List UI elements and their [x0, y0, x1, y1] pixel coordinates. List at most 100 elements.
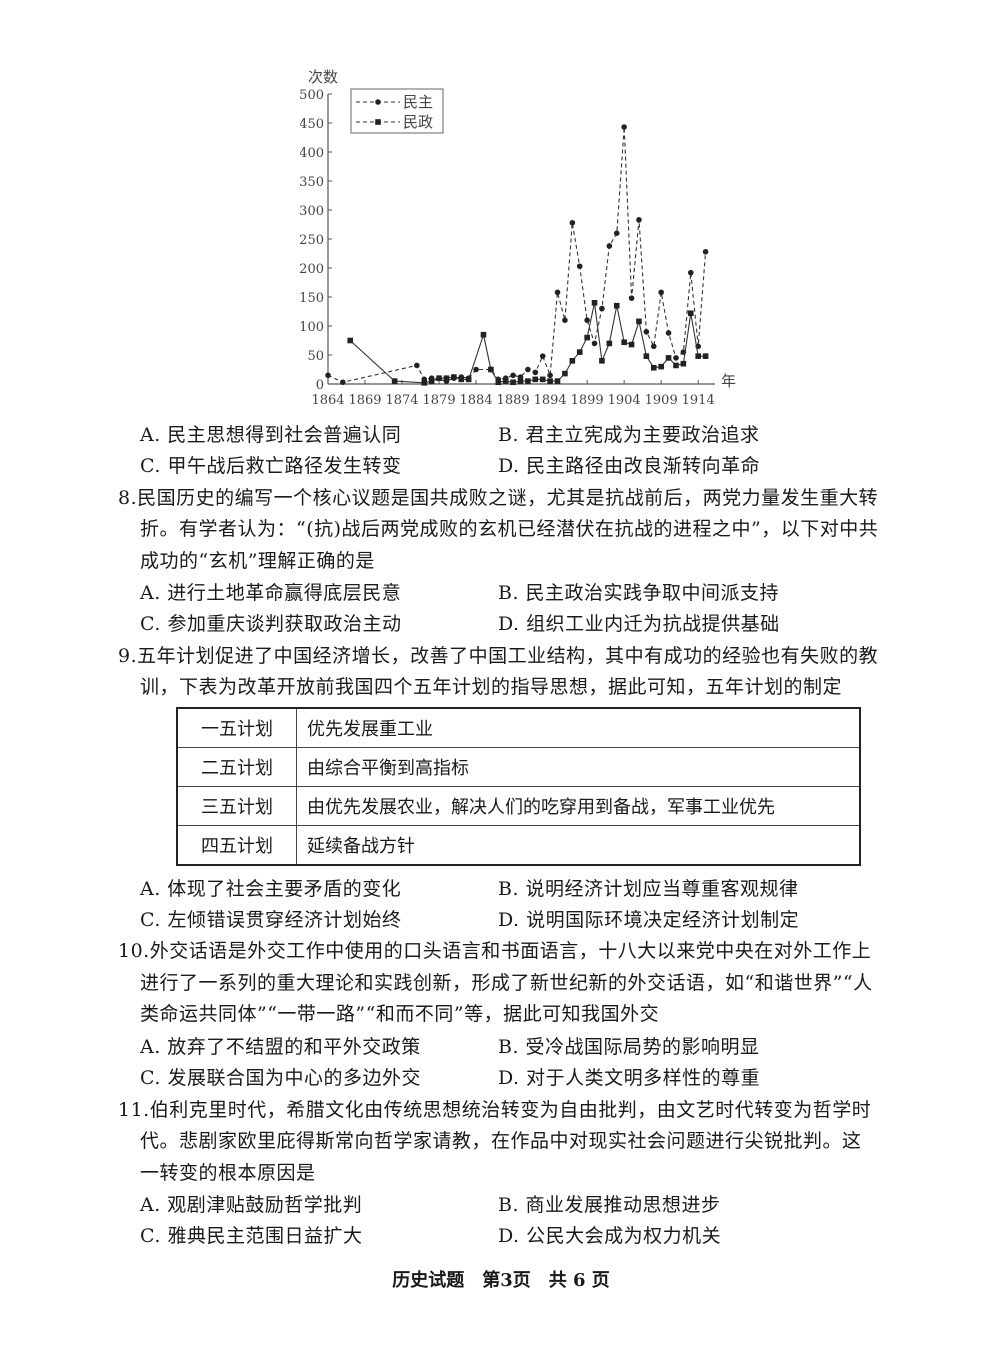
data-point-square	[517, 378, 524, 384]
data-point-square	[628, 341, 635, 348]
table-row: 四五计划 延续备战方针	[176, 825, 861, 866]
data-point-circle	[576, 263, 583, 270]
plan-idea-cell: 优先发展重工业	[296, 707, 861, 748]
q9-option-a[interactable]: A. 体现了社会主要矛盾的变化	[140, 878, 402, 900]
data-point-square	[495, 379, 502, 386]
legend-marker-square	[375, 119, 381, 125]
x-tick-label: 1894	[534, 393, 567, 407]
y-tick-label: 300	[300, 204, 324, 219]
y-tick-label: 150	[300, 291, 324, 306]
x-tick-label: 1904	[608, 393, 641, 407]
q10-option-b[interactable]: B. 受冷战国际局势的影响明显	[498, 1036, 760, 1058]
data-point-square	[547, 378, 553, 384]
data-point-circle	[325, 372, 331, 379]
q10-option-c[interactable]: C. 发展联合国为中心的多边外交	[140, 1067, 421, 1089]
x-tick-label: 1899	[571, 393, 604, 407]
q8-option-b[interactable]: B. 民主政治实践争取中间派支持	[498, 582, 780, 604]
q11-option-c[interactable]: C. 雅典民主范围日益扩大	[140, 1225, 363, 1247]
q8-option-a[interactable]: A. 进行土地革命赢得底层民意	[140, 582, 402, 604]
data-point-square	[480, 331, 487, 338]
q10-stem-line3: 类命运共同体”“一带一路”“和而不同”等，据此可知我国外交	[140, 1003, 660, 1025]
data-point-square	[643, 353, 650, 359]
data-point-circle	[665, 330, 672, 336]
q9-option-c[interactable]: C. 左倾错误贯穿经济计划始终	[140, 909, 402, 931]
data-point-square	[702, 353, 709, 359]
legend-marker-circle	[375, 99, 381, 105]
data-point-square	[421, 380, 428, 386]
data-point-square	[695, 353, 701, 359]
data-point-square	[525, 378, 531, 384]
q11-option-b[interactable]: B. 商业发展推动思想进步	[498, 1194, 721, 1216]
data-point-circle	[510, 372, 516, 379]
data-point-square	[532, 376, 539, 383]
data-point-circle	[643, 329, 650, 335]
y-tick-label: 400	[300, 146, 324, 161]
y-tick-label: 50	[307, 349, 324, 364]
data-point-square	[680, 360, 687, 367]
q9-option-d[interactable]: D. 说明国际环境决定经济计划制定	[498, 909, 800, 931]
legend-box	[350, 88, 444, 134]
data-point-circle	[658, 289, 664, 296]
data-point-circle	[650, 343, 657, 350]
table-row: 三五计划 由优先发展农业，解决人们的吃穿用到备战，军事工业优先	[176, 786, 861, 826]
data-point-square	[576, 349, 583, 355]
page-footer: 历史试题 第3页 共 6 页	[392, 1270, 610, 1291]
data-point-circle	[673, 355, 679, 361]
q8-option-d[interactable]: D. 组织工业内迁为抗战提供基础	[498, 613, 780, 635]
data-point-circle	[532, 369, 539, 376]
data-point-square	[569, 358, 576, 364]
q8-stem-line2: 折。有学者认为：“(抗)战后两党成败的玄机已经潜伏在抗战的进程之中”，以下对中共	[140, 518, 879, 540]
plan-name-cell: 一五计划	[176, 707, 297, 748]
q10-stem-line2: 进行了一系列的重大理论和实践创新，形成了新世纪新的外交话语，如“和谐世界”“人	[140, 972, 873, 994]
q11-stem-line1: 11.伯利克里时代，希腊文化由传统思想统治转变为自由批判，由文艺时代转变为哲学时	[118, 1099, 872, 1121]
q8-stem-line1: 8.民国历史的编写一个核心议题是国共成败之谜，尤其是抗战前后，两党力量发生重大转	[118, 487, 879, 509]
data-point-square	[658, 363, 664, 370]
data-point-square	[665, 355, 672, 361]
plan-idea-cell: 延续备战方针	[296, 825, 861, 866]
q7-option-b[interactable]: B. 君主立宪成为主要政治追求	[498, 424, 760, 446]
data-point-square	[613, 302, 620, 309]
data-point-square	[673, 362, 679, 369]
data-point-square	[428, 378, 435, 384]
q7-option-a[interactable]: A. 民主思想得到社会普遍认同	[140, 424, 402, 446]
q10-option-a[interactable]: A. 放弃了不结盟的和平外交政策	[140, 1036, 421, 1058]
data-point-circle	[621, 124, 627, 130]
data-point-square	[687, 310, 694, 317]
data-point-square	[599, 358, 605, 364]
q7-option-c[interactable]: C. 甲午战后救亡路径发生转变	[140, 455, 402, 477]
data-point-square	[606, 340, 613, 347]
data-point-square	[443, 375, 450, 381]
q11-stem-line2: 代。悲剧家欧里庇得斯常向哲学家请教，在作品中对现实社会问题进行尖锐批判。这	[140, 1130, 862, 1152]
data-point-square	[636, 318, 642, 325]
plan-name-cell: 二五计划	[176, 747, 297, 787]
q10-option-d[interactable]: D. 对于人类文明多样性的尊重	[498, 1067, 761, 1089]
x-tick-label: 1909	[645, 393, 678, 407]
q9-stem-line1: 9.五年计划促进了中国经济增长，改善了中国工业结构，其中有成功的经验也有失败的教	[118, 645, 879, 667]
q11-option-d[interactable]: D. 公民大会成为权力机关	[498, 1225, 722, 1247]
plan-idea-cell: 由优先发展农业，解决人们的吃穿用到备战，军事工业优先	[296, 786, 861, 826]
data-point-square	[347, 337, 354, 344]
y-tick-label: 100	[300, 320, 324, 335]
q9-option-b[interactable]: B. 说明经济计划应当尊重客观规律	[498, 878, 799, 900]
legend-label: 民政	[403, 113, 433, 131]
chart-axes: 次数年	[308, 68, 736, 390]
q7-option-d[interactable]: D. 民主路径由改良渐转向革命	[498, 455, 761, 477]
plan-name-cell: 三五计划	[176, 786, 297, 826]
y-tick-label: 0	[316, 378, 324, 393]
data-point-circle	[562, 317, 568, 323]
q8-stem-line3: 成功的“玄机”理解正确的是	[140, 550, 375, 572]
legend-label: 民主	[403, 93, 433, 111]
q8-option-c[interactable]: C. 参加重庆谈判获取政治主动	[140, 613, 402, 635]
q11-option-a[interactable]: A. 观剧津贴鼓励哲学批判	[140, 1194, 363, 1216]
data-point-square	[584, 334, 590, 341]
data-point-square	[554, 378, 561, 384]
q11-stem-line3: 一转变的根本原因是	[140, 1162, 316, 1184]
data-point-circle	[547, 372, 553, 379]
y-tick-label: 350	[300, 175, 324, 190]
x-tick-label: 1864	[311, 393, 344, 407]
x-axis-label: 年	[721, 372, 736, 390]
x-tick-label: 1914	[682, 393, 715, 407]
